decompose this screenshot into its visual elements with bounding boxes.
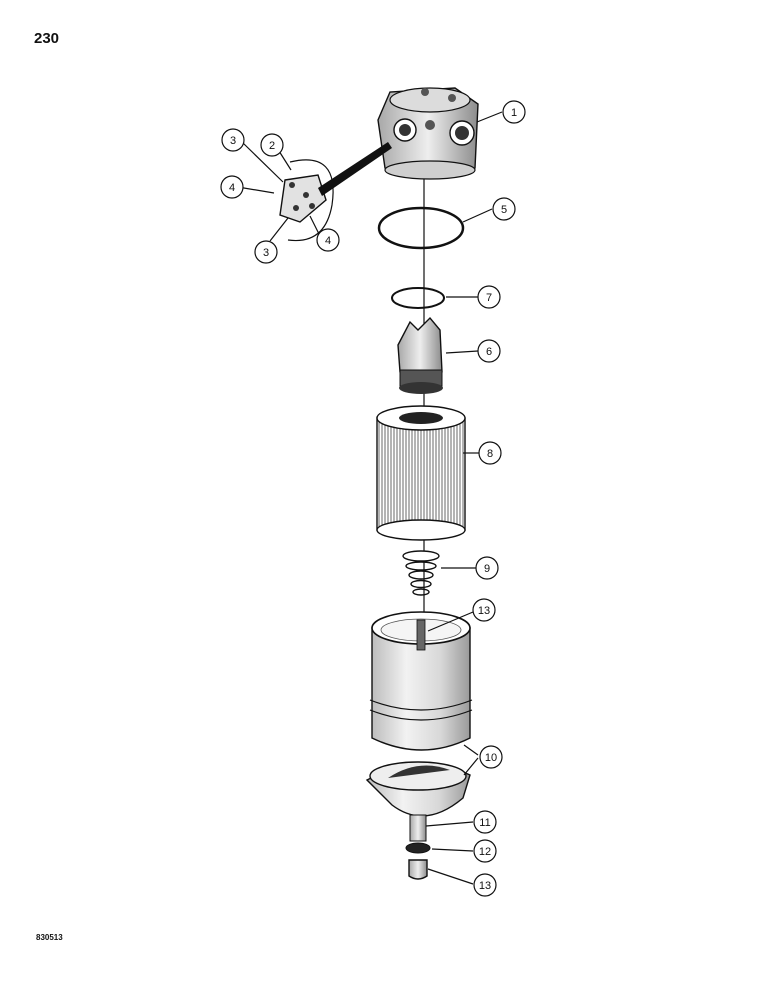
drain-washer bbox=[405, 842, 431, 854]
callout-12-label: 12 bbox=[479, 846, 491, 858]
mounting-plate bbox=[279, 159, 334, 242]
callout-9: 9 bbox=[475, 556, 499, 580]
callout-4-right: 4 bbox=[316, 228, 340, 252]
spring bbox=[402, 550, 440, 596]
callout-9-label: 9 bbox=[484, 563, 490, 575]
callout-2-label: 2 bbox=[269, 140, 275, 152]
callout-13-top: 13 bbox=[472, 598, 496, 622]
callout-7-label: 7 bbox=[486, 292, 492, 304]
drain-bolt bbox=[408, 859, 428, 880]
drain-stem bbox=[409, 814, 427, 842]
callout-5: 5 bbox=[492, 197, 516, 221]
callout-8: 8 bbox=[478, 441, 502, 465]
mounting-bolt bbox=[318, 142, 392, 196]
callout-13-bottom: 13 bbox=[473, 873, 497, 897]
callout-6: 6 bbox=[477, 339, 501, 363]
callout-6-label: 6 bbox=[486, 346, 492, 358]
callout-5-label: 5 bbox=[501, 204, 507, 216]
callout-10-label: 10 bbox=[485, 752, 497, 764]
callout-7: 7 bbox=[477, 285, 501, 309]
small-o-ring bbox=[391, 287, 445, 309]
callout-3-bottom-label: 3 bbox=[263, 247, 269, 259]
callout-11-label: 11 bbox=[479, 817, 490, 829]
callout-3-top: 3 bbox=[221, 128, 245, 152]
callout-1-label: 1 bbox=[511, 107, 517, 119]
callout-12: 12 bbox=[473, 839, 497, 863]
callout-2: 2 bbox=[260, 133, 284, 157]
leader-lines bbox=[231, 111, 503, 885]
callout-4-right-label: 4 bbox=[325, 235, 331, 247]
callout-10: 10 bbox=[479, 745, 503, 769]
filter-bowl bbox=[369, 611, 473, 751]
callout-1: 1 bbox=[502, 100, 526, 124]
bypass-valve bbox=[397, 316, 443, 394]
drain-cup bbox=[365, 761, 471, 817]
callout-3-top-label: 3 bbox=[230, 135, 236, 147]
filter-head bbox=[377, 87, 479, 180]
page-number: 230 bbox=[34, 30, 60, 47]
callout-4-left-label: 4 bbox=[229, 182, 235, 194]
callout-4-left: 4 bbox=[220, 175, 244, 199]
callout-11: 11 bbox=[473, 810, 497, 834]
callout-13-top-label: 13 bbox=[478, 605, 490, 617]
callout-3-bottom: 3 bbox=[254, 240, 278, 264]
filter-element bbox=[376, 405, 466, 541]
callout-13-bottom-label: 13 bbox=[479, 880, 491, 892]
drawing-code: 830513 bbox=[36, 933, 63, 942]
large-o-ring bbox=[377, 206, 465, 250]
callout-8-label: 8 bbox=[487, 448, 493, 460]
